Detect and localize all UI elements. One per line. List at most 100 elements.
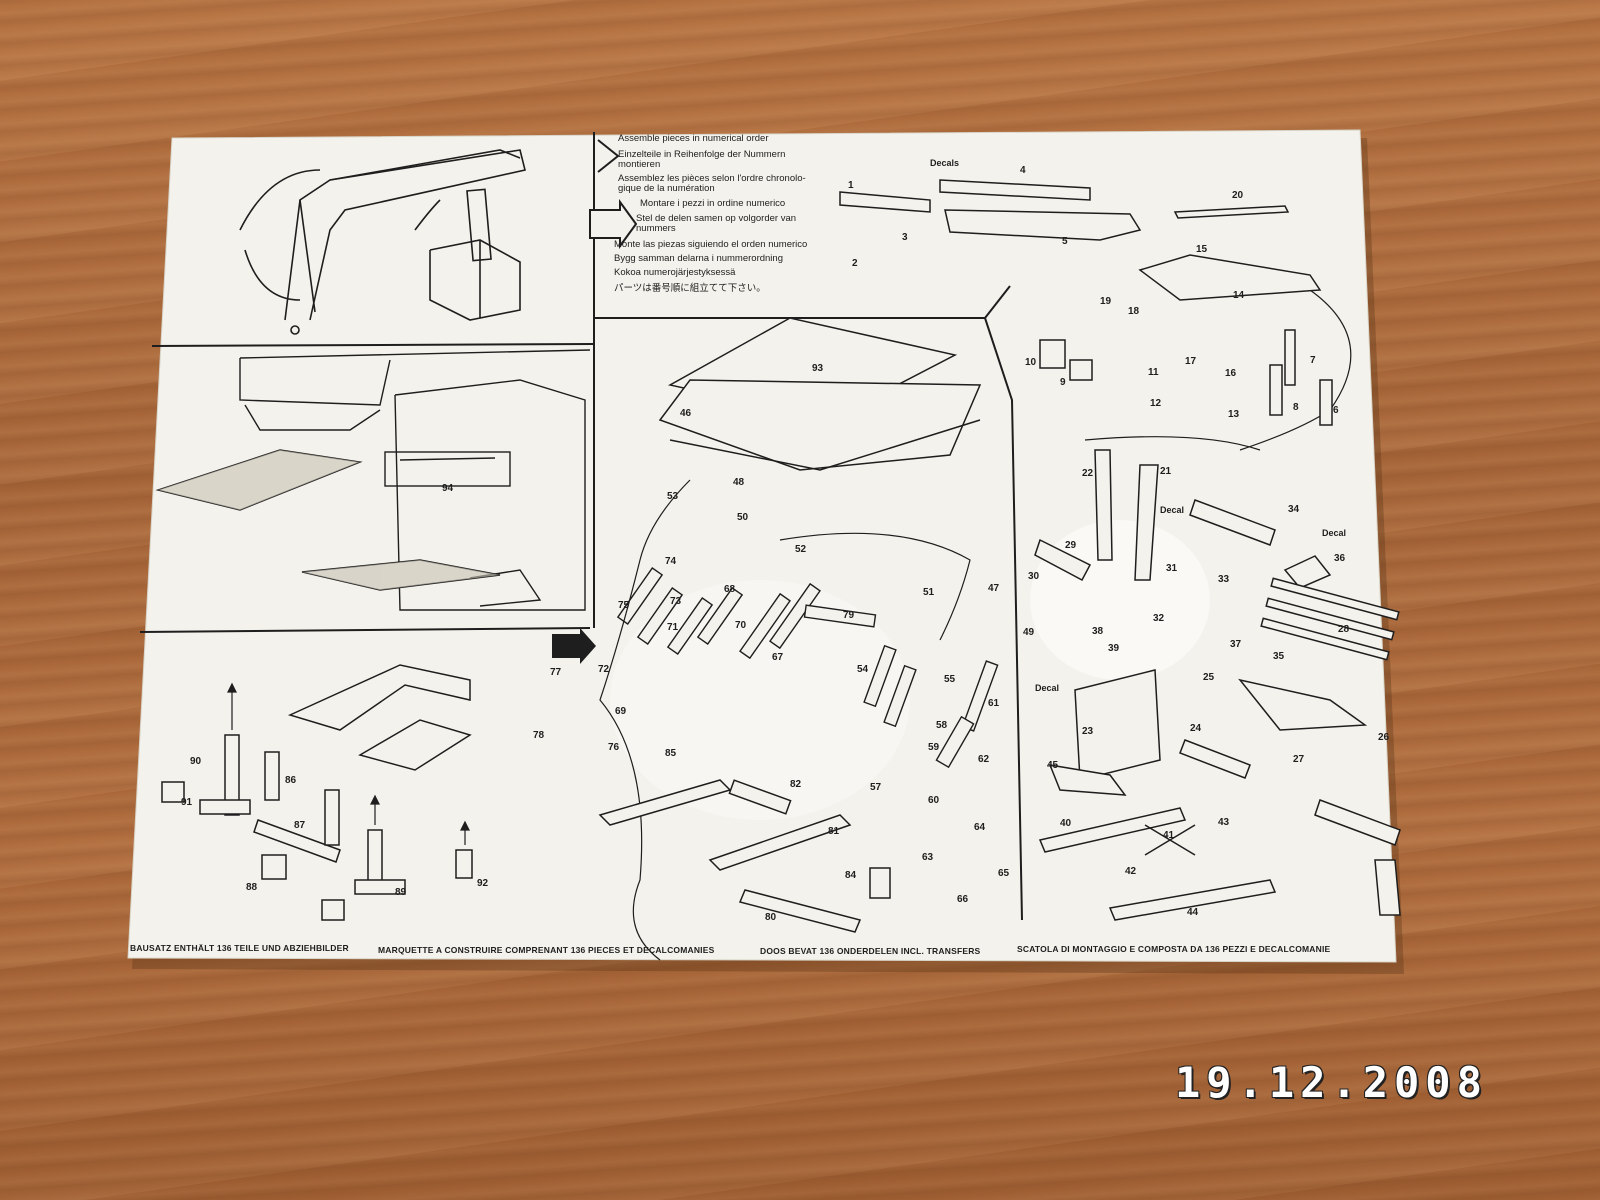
part-number: 67 <box>772 652 784 663</box>
part-number: 34 <box>1288 504 1300 515</box>
part-number: 89 <box>395 887 407 898</box>
part-number: 74 <box>665 556 677 567</box>
part-number: 13 <box>1228 409 1240 420</box>
platform-parts <box>658 317 982 471</box>
part-number: 76 <box>608 742 620 753</box>
part-number: 29 <box>1065 540 1077 551</box>
part-number: 93 <box>812 363 824 374</box>
part-number: 71 <box>667 622 679 633</box>
part-number: 2 <box>852 258 858 269</box>
part-number: 65 <box>998 868 1010 879</box>
step-arrow-top <box>589 139 638 250</box>
tail-lift-parts <box>161 664 473 921</box>
instruction-line-fr-2: gique de la numération <box>618 183 715 194</box>
part-number: 92 <box>477 878 489 889</box>
frame-parts-middle <box>598 779 891 933</box>
part-number: 53 <box>667 491 679 502</box>
part-number: 58 <box>936 720 948 731</box>
part-number: 11 <box>1148 367 1159 378</box>
part-number: 10 <box>1025 357 1037 368</box>
crane-parts-bottom <box>1034 449 1401 921</box>
part-number: 6 <box>1333 405 1339 416</box>
part-number: 64 <box>974 822 986 833</box>
part-number: 26 <box>1378 732 1390 743</box>
instruction-line-ja: パーツは番号順に組立てて下さい。 <box>614 283 766 294</box>
part-number: 81 <box>828 826 840 837</box>
part-number: 45 <box>1047 760 1059 771</box>
part-number: 78 <box>533 730 545 741</box>
part-number: 69 <box>615 706 627 717</box>
decals-label: Decals <box>930 158 960 168</box>
part-number: 31 <box>1166 563 1178 574</box>
part-number: 54 <box>857 664 869 675</box>
part-number: 33 <box>1218 574 1230 585</box>
part-number: 37 <box>1230 639 1242 650</box>
part-number: 52 <box>795 544 807 555</box>
part-number: 28 <box>1338 624 1350 635</box>
part-number: 23 <box>1082 726 1094 737</box>
part-number: 7 <box>1310 355 1316 366</box>
instruction-line-nl-2: nummers <box>636 223 676 234</box>
part-number: 25 <box>1203 672 1215 683</box>
instruction-line-de-2: montieren <box>618 159 661 170</box>
part-number: 3 <box>902 232 908 243</box>
part-number: 43 <box>1218 817 1230 828</box>
part-number: 5 <box>1062 236 1068 247</box>
crane-parts-top <box>839 179 1333 426</box>
instruction-line-fi: Kokoa numerojärjestyksessä <box>614 267 736 278</box>
part-number: 59 <box>928 742 940 753</box>
part-number: 48 <box>733 477 745 488</box>
decal-label-1: Decal <box>1160 505 1185 515</box>
part-number: 18 <box>1128 306 1140 317</box>
part-number: 12 <box>1150 398 1162 409</box>
part-number: 4 <box>1020 165 1026 176</box>
part-number: 8 <box>1293 402 1299 413</box>
part-number: 57 <box>870 782 882 793</box>
part-number: 27 <box>1293 754 1305 765</box>
part-number: 84 <box>845 870 857 881</box>
footer-german: BAUSATZ ENTHÄLT 136 TEILE UND ABZIEHBILD… <box>130 943 349 953</box>
instruction-line-en: Assemble pieces in numerical order <box>618 133 769 144</box>
part-number: 94 <box>442 483 454 494</box>
part-number: 77 <box>550 667 562 678</box>
part-number: 21 <box>1160 466 1172 477</box>
hydraulic-parts <box>616 567 999 769</box>
part-number: 50 <box>737 512 749 523</box>
part-number: 38 <box>1092 626 1104 637</box>
part-number: 61 <box>988 698 1000 709</box>
crane-illustration <box>239 149 526 335</box>
part-number: 16 <box>1225 368 1237 379</box>
instruction-line-nl: Stel de delen samen op volgorder van <box>636 213 797 224</box>
part-number: 44 <box>1187 907 1199 918</box>
part-number: 15 <box>1196 244 1208 255</box>
decal-label-2: Decal <box>1322 528 1347 538</box>
instruction-line-es: Monte las piezas siguiendo el orden nume… <box>614 239 808 250</box>
part-number: 90 <box>190 756 202 767</box>
part-number: 14 <box>1233 290 1245 301</box>
part-number: 22 <box>1082 468 1094 479</box>
part-number: 1 <box>848 180 854 191</box>
part-number: 63 <box>922 852 934 863</box>
part-number: 91 <box>181 797 193 808</box>
part-number: 40 <box>1060 818 1072 829</box>
instruction-line-fr: Assemblez les pièces selon l'ordre chron… <box>618 173 806 184</box>
part-number: 75 <box>618 600 630 611</box>
instruction-line-de: Einzelteile in Reihenfolge der Nummern <box>618 149 786 160</box>
part-number: 51 <box>923 587 935 598</box>
part-number: 46 <box>680 408 692 419</box>
date-stamp: 19.12.2008 <box>1175 1058 1488 1107</box>
part-number: 42 <box>1125 866 1137 877</box>
part-number: 17 <box>1185 356 1197 367</box>
part-number: 39 <box>1108 643 1120 654</box>
step-arrow-bottom <box>552 628 596 664</box>
footer-dutch: DOOS BEVAT 136 ONDERDELEN INCL. TRANSFER… <box>760 946 981 956</box>
part-number: 19 <box>1100 296 1112 307</box>
part-number: 80 <box>765 912 777 923</box>
part-number: 20 <box>1232 190 1244 201</box>
part-number: 32 <box>1153 613 1165 624</box>
part-number: 60 <box>928 795 940 806</box>
part-number: 79 <box>843 610 855 621</box>
part-number: 36 <box>1334 553 1346 564</box>
part-number: 87 <box>294 820 306 831</box>
part-number: 88 <box>246 882 258 893</box>
